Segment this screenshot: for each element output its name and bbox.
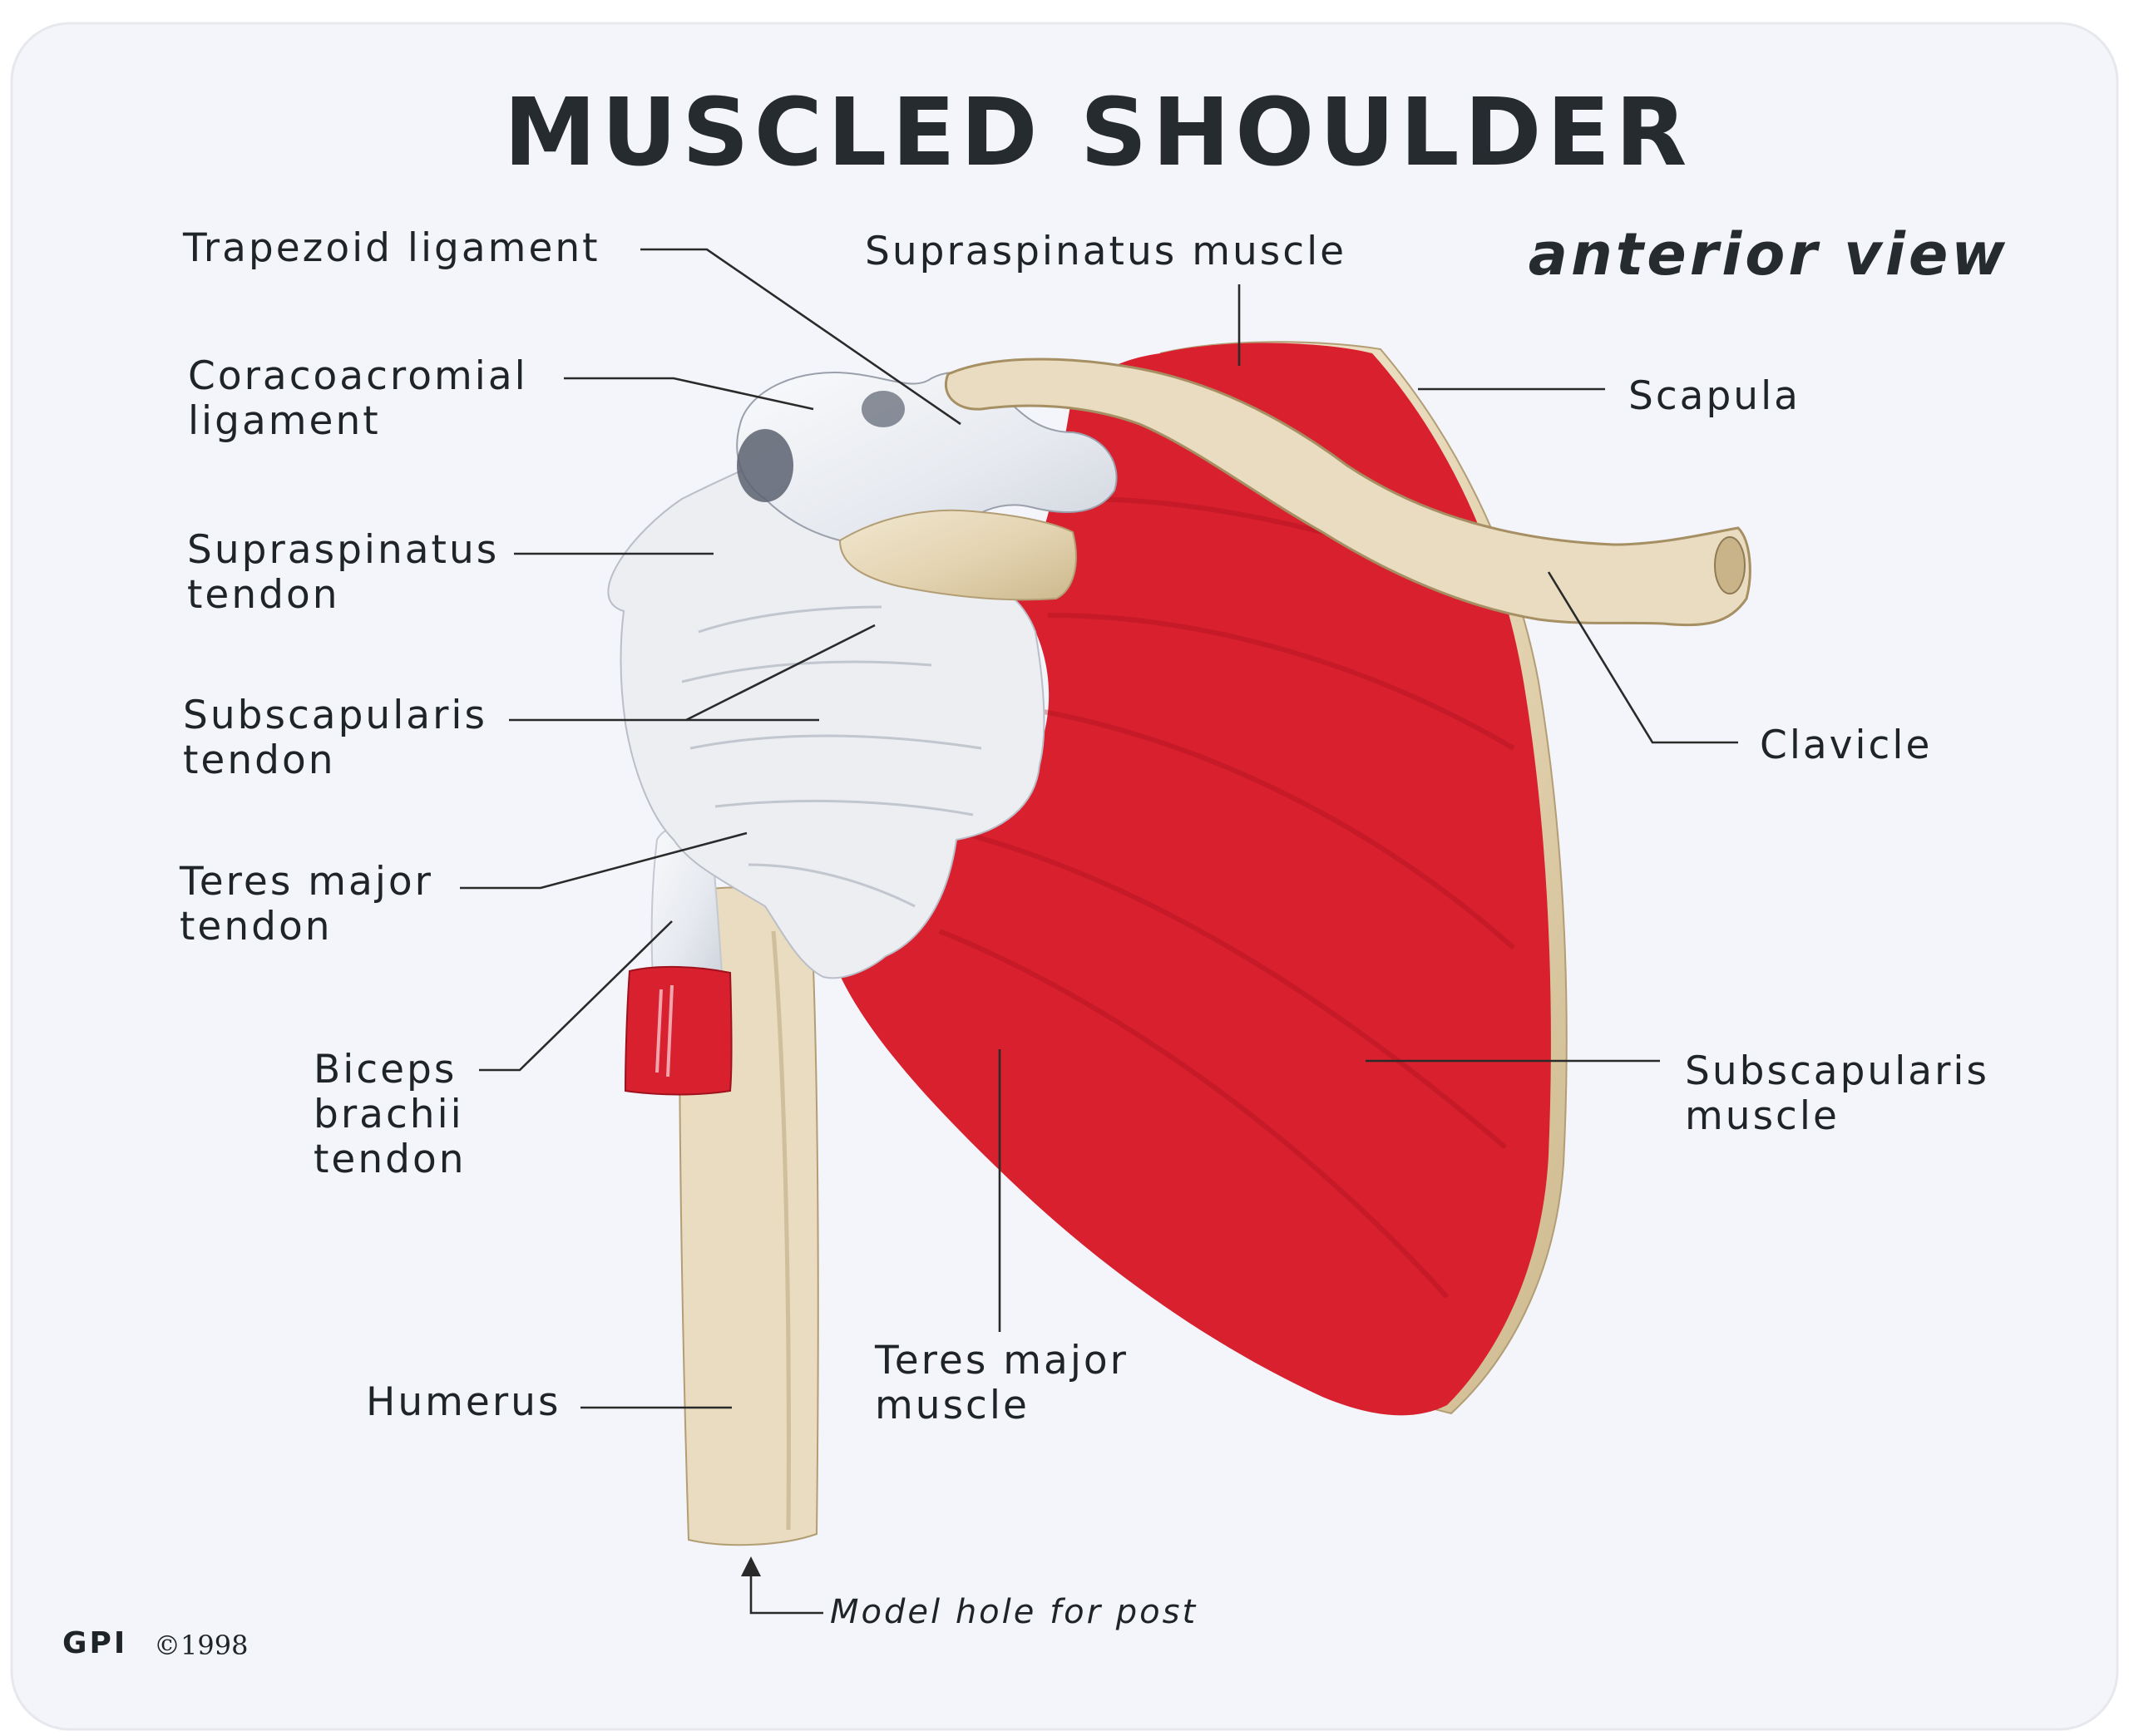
clavicle	[944, 358, 1751, 627]
view-subtitle: anterior view	[1529, 220, 2008, 289]
model-hole-arrow-icon	[741, 1556, 761, 1576]
leader-subscapularis-tendon-b	[685, 624, 876, 722]
label-subscapularis-muscle: Subscapularis muscle	[1685, 1048, 2004, 1139]
label-scapula: Scapula	[1628, 373, 1801, 419]
page-title: MUSCLED SHOULDER	[504, 79, 1692, 187]
biceps-muscle-stub	[624, 965, 733, 1096]
leader-biceps-brachii-tendon	[479, 920, 673, 1072]
label-teres-major-tendon: Teres major tendon	[179, 859, 448, 949]
clavicle-end	[1714, 536, 1746, 594]
copyright: ©1998	[154, 1630, 248, 1661]
ligament-shadow	[737, 429, 793, 502]
leader-lines	[460, 248, 1738, 1615]
shoulder-illustration	[607, 341, 1751, 1546]
brand-logo: GPI	[62, 1626, 127, 1660]
label-supraspinatus-muscle: Supraspinatus muscle	[865, 229, 1346, 274]
label-humerus: Humerus	[366, 1379, 561, 1425]
label-biceps-brachii-tendon: Biceps brachii tendon	[314, 1047, 479, 1182]
leader-model-hole	[749, 1573, 823, 1615]
leader-clavicle	[1547, 571, 1738, 744]
label-supraspinatus-tendon: Supraspinatus tendon	[187, 527, 514, 618]
leader-coracoacromial-ligament	[564, 377, 814, 411]
subscapularis-muscle	[832, 343, 1551, 1416]
label-coracoacromial-ligament: Coracoacromial ligament	[188, 353, 543, 444]
label-trapezoid-ligament: Trapezoid ligament	[182, 225, 600, 271]
acromion	[838, 509, 1077, 601]
label-clavicle: Clavicle	[1760, 723, 1932, 768]
label-teres-major-muscle: Teres major muscle	[874, 1338, 1144, 1428]
humerus-shading	[771, 930, 791, 1531]
leader-trapezoid-ligament	[640, 248, 961, 426]
label-subscapularis-tendon: Subscapularis tendon	[183, 693, 502, 783]
model-hole-note: Model hole for post	[830, 1593, 1198, 1631]
leader-teres-major-tendon	[460, 831, 748, 890]
tendon-striations	[681, 605, 982, 908]
